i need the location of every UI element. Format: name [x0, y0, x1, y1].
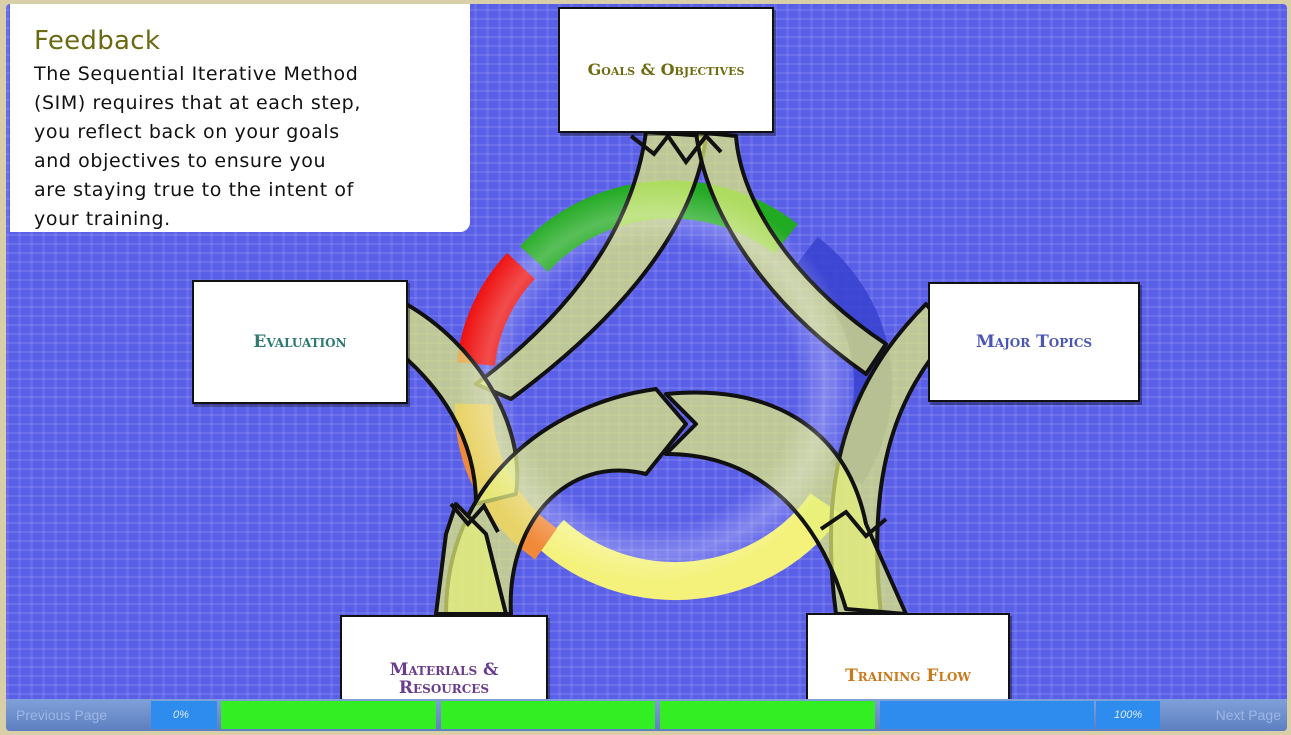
- node-goals-objectives: Goals & Objectives: [558, 7, 774, 133]
- flow-arrowhead: [819, 509, 888, 539]
- feedback-line: your training.: [34, 208, 171, 230]
- feedback-line: are staying true to the intent of: [34, 179, 354, 201]
- feedback-line: and objectives to ensure you: [34, 150, 327, 172]
- arrow-materials-up: [434, 502, 508, 616]
- progress-start-label: 0%: [151, 701, 217, 729]
- goals-arrowhead: [629, 132, 723, 166]
- feedback-title: Feedback: [34, 26, 161, 56]
- progress-end-label: 100%: [1096, 701, 1160, 729]
- slide-stage: Feedback The Sequential Iterative Method…: [6, 4, 1287, 731]
- feedback-line: (SIM) requires that at each step,: [34, 92, 361, 114]
- materials-arrowhead: [449, 502, 500, 533]
- node-evaluation: Evaluation: [192, 280, 408, 404]
- node-label: Goals & Objectives: [587, 60, 745, 79]
- node-major-topics: Major Topics: [928, 282, 1140, 402]
- node-label: Major Topics: [975, 332, 1093, 352]
- next-page-button[interactable]: Next Page: [1215, 707, 1281, 723]
- progress-segment: [660, 701, 875, 729]
- node-label: Materials & Resources: [390, 661, 499, 697]
- progress-segment: [440, 701, 655, 729]
- feedback-line: The Sequential Iterative Method: [34, 63, 359, 85]
- feedback-line: you reflect back on your goals: [34, 121, 340, 143]
- node-label-line: Materials &: [389, 660, 499, 680]
- progress-segment: [221, 701, 436, 729]
- feedback-text: The Sequential Iterative Method (SIM) re…: [34, 60, 454, 234]
- node-label: Evaluation: [253, 332, 347, 352]
- feedback-panel: Feedback The Sequential Iterative Method…: [10, 4, 470, 232]
- navigation-bar: Previous Page 0% 100% Next Page: [6, 699, 1287, 731]
- sim-cycle-diagram: [399, 130, 953, 616]
- progress-segment: [879, 701, 1094, 729]
- previous-page-button[interactable]: Previous Page: [16, 707, 108, 723]
- node-label-line: Resources: [398, 678, 490, 698]
- node-label: Training Flow: [845, 666, 971, 686]
